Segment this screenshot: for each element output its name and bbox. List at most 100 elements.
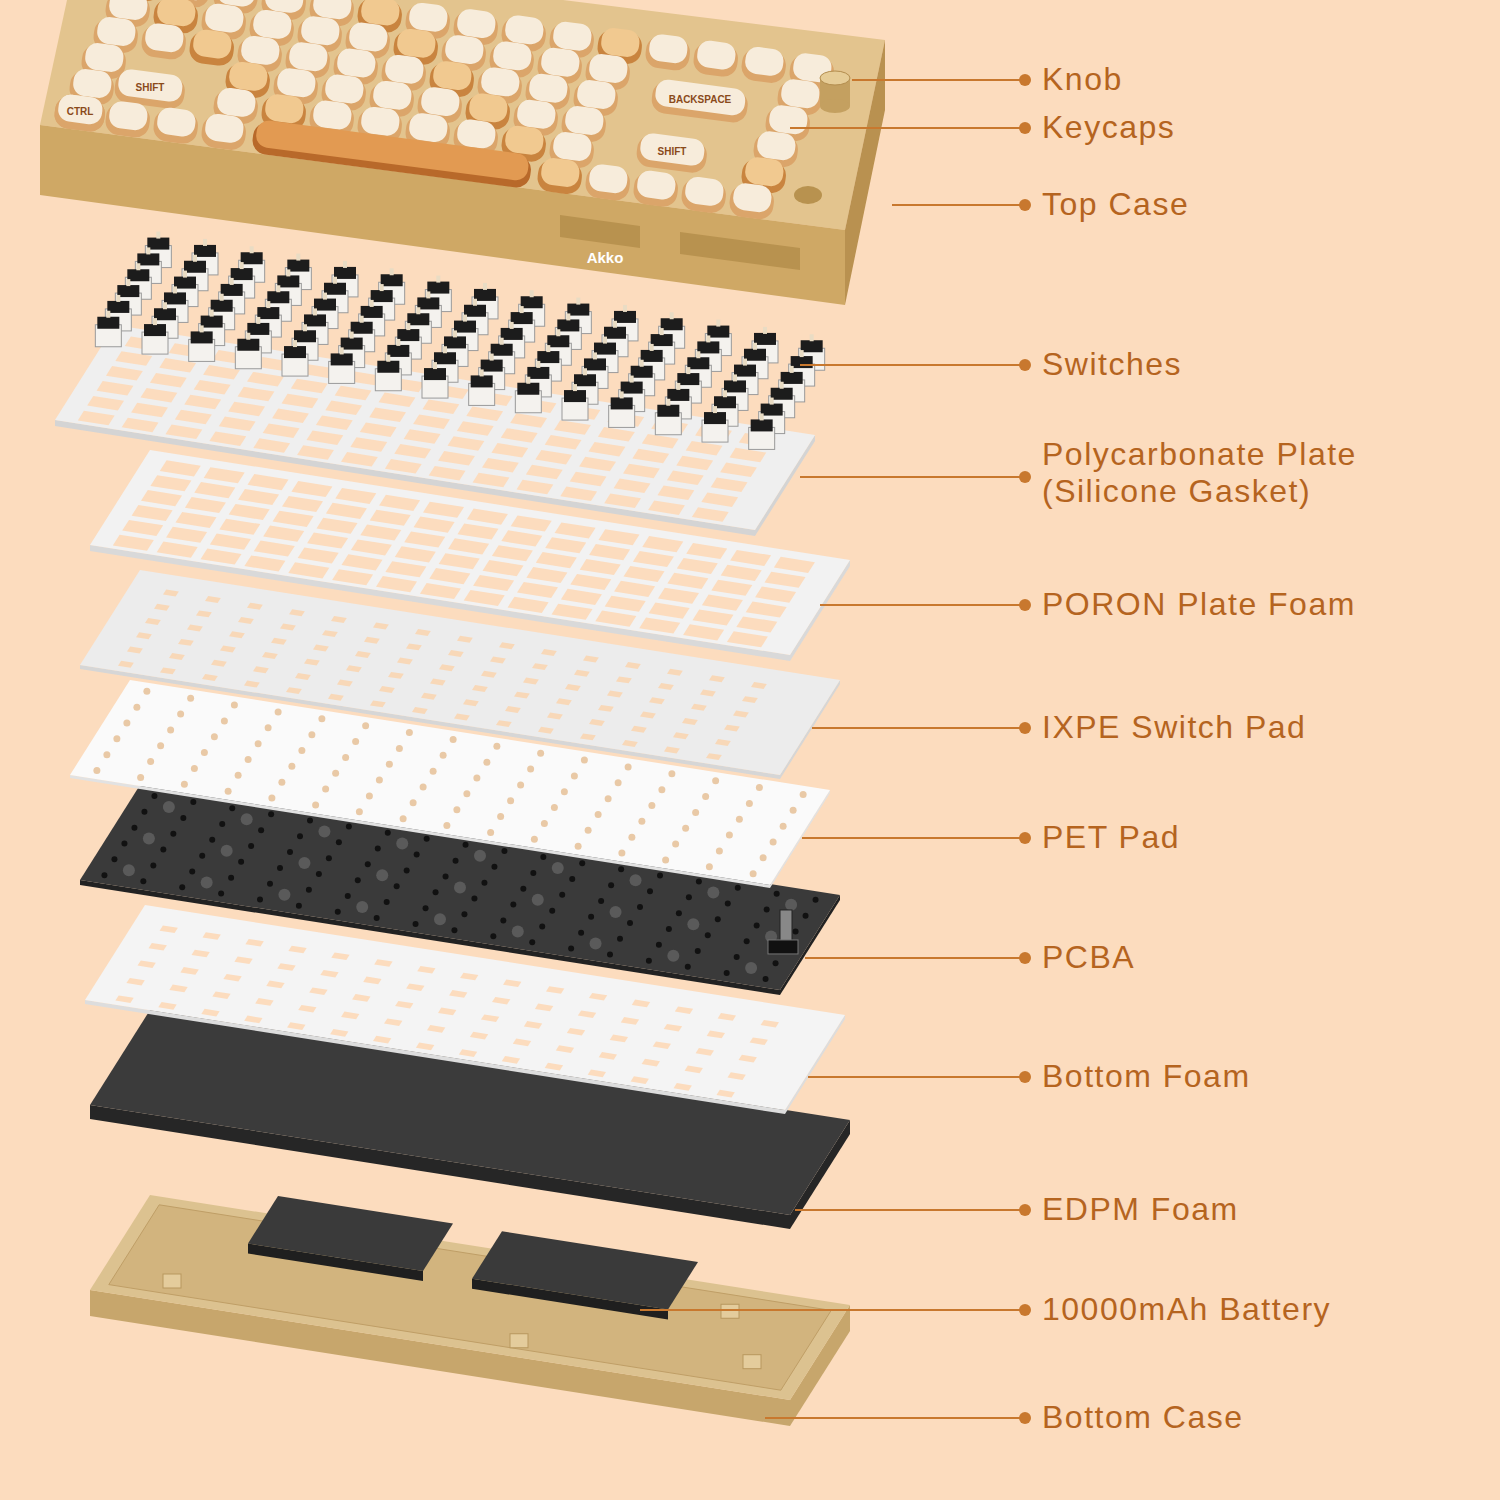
plate-hole — [184, 395, 221, 410]
pad-hole — [628, 834, 635, 841]
plate-hole — [273, 511, 314, 527]
pcb-hole — [471, 895, 477, 901]
switch-stem — [173, 286, 177, 293]
pcb-hole — [568, 945, 574, 951]
pad-hole — [625, 763, 632, 770]
plate-hole — [185, 497, 226, 513]
foam-hole — [127, 647, 143, 654]
foam-hole — [538, 727, 554, 734]
foam-hole — [118, 661, 134, 668]
switch-top — [331, 353, 353, 365]
pcb-hole — [101, 872, 107, 878]
foam-hole — [397, 658, 413, 665]
keycap-top — [204, 113, 245, 145]
plate-hole — [492, 545, 533, 561]
foam-hole — [363, 977, 381, 985]
plate-hole — [253, 438, 290, 453]
switch-top — [614, 311, 636, 323]
foam-hole — [449, 990, 467, 998]
switch-stem — [603, 337, 607, 344]
pcb-hole — [199, 853, 205, 859]
bottom-case-top — [90, 1195, 850, 1400]
pcb-hole — [647, 888, 653, 894]
pcb-hole — [190, 799, 196, 805]
pad-hole — [541, 820, 548, 827]
pcb-hole — [529, 939, 535, 945]
switch-stem — [453, 330, 457, 337]
switch-top — [537, 351, 559, 363]
foam-hole — [502, 1056, 520, 1064]
plate-hole — [106, 366, 143, 381]
keycap-top — [564, 105, 605, 137]
battery — [248, 1196, 453, 1281]
keycap-top — [768, 104, 809, 136]
switch-top — [707, 326, 729, 338]
plate-hole — [560, 487, 597, 502]
pcb-hole — [491, 864, 497, 870]
switch-stem — [463, 315, 467, 322]
plate-hole — [78, 411, 115, 426]
pad-hole — [288, 763, 295, 770]
foam-hole — [379, 686, 395, 693]
plate-hole — [244, 555, 285, 571]
foam-hole — [492, 997, 510, 1005]
foam-hole — [709, 675, 725, 682]
switch-stem — [733, 374, 737, 381]
keycap-top — [648, 33, 689, 65]
keycap-top — [192, 28, 233, 60]
pad-hole — [658, 786, 665, 793]
switch-stem — [340, 347, 344, 354]
pcb-hole — [394, 883, 400, 889]
foam-hole — [288, 946, 306, 954]
foam-hole — [642, 1059, 660, 1067]
plate-hole — [464, 590, 505, 606]
foam-hole — [503, 979, 521, 987]
plate-hole — [335, 488, 376, 504]
leader-line — [808, 1076, 1020, 1078]
switch-top — [97, 317, 119, 329]
pcb-hole — [170, 831, 176, 837]
plate-hole — [87, 396, 124, 411]
part-label: Polycarbonate Plate (Silicone Gasket) — [1042, 436, 1442, 510]
foam-hole — [201, 1009, 219, 1017]
foam-hole — [583, 656, 599, 663]
plate-hole — [219, 519, 260, 535]
pad-hole — [265, 724, 272, 731]
foam-hole — [457, 636, 473, 643]
plate-hole — [491, 443, 528, 458]
pcb-hole — [500, 917, 506, 923]
pcb-pad — [221, 845, 233, 857]
pcb-hole — [268, 811, 274, 817]
switch-stem — [573, 384, 577, 391]
foam-hole — [696, 1048, 714, 1056]
pcb-hole — [520, 886, 526, 892]
foam-hole — [545, 1063, 563, 1071]
part-label: PORON Plate Foam — [1042, 586, 1356, 623]
pad-hole — [571, 772, 578, 779]
pad-hole — [332, 770, 339, 777]
keycap-top — [156, 0, 197, 28]
switch-top — [417, 297, 439, 309]
keycap-top — [420, 86, 461, 118]
pad-hole — [561, 788, 568, 795]
switch-stem — [323, 293, 327, 300]
switch-top — [201, 316, 223, 328]
pcb-pad — [396, 838, 408, 850]
encoder — [780, 910, 792, 944]
plate-hole — [545, 435, 582, 450]
foam-hole — [313, 644, 329, 651]
pad-hole — [551, 804, 558, 811]
keycap-top — [576, 79, 617, 111]
pad-hole — [682, 825, 689, 832]
pcb-pad — [552, 862, 564, 874]
switch-stem — [613, 321, 617, 328]
pcb-pad — [590, 938, 602, 950]
switch-stem — [556, 329, 560, 336]
plate-hole — [589, 442, 626, 457]
switch-top — [511, 312, 533, 324]
switch-top — [761, 404, 783, 416]
keycap-top — [384, 53, 425, 85]
foam-hole — [253, 666, 269, 673]
plate-hole — [438, 451, 475, 466]
plate-hole — [413, 414, 450, 429]
